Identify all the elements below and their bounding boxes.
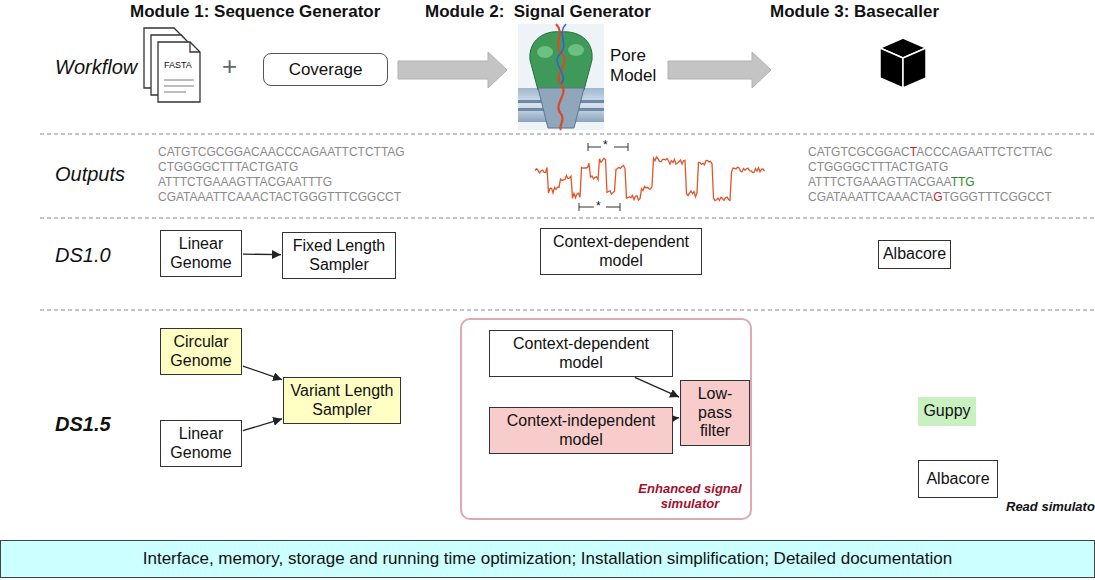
group-title: Enhanced signal simulator xyxy=(638,482,742,512)
flow-connector xyxy=(243,419,282,431)
column-header: Module 1: Sequence Generator xyxy=(130,2,380,22)
file-format-label: FASTA xyxy=(164,60,192,70)
illustration-label: Pore Model xyxy=(610,46,666,85)
changed-base: T xyxy=(910,145,916,159)
dwell-brackets xyxy=(579,143,628,211)
row-label: DS1.0 xyxy=(55,244,111,267)
cube-face xyxy=(903,48,926,88)
sequence-line: CGATAAATTCAAACTACTGGGTTTCGGCCT xyxy=(158,191,401,205)
file-page xyxy=(158,42,200,102)
column-header: Module 2: Signal Generator xyxy=(425,2,651,22)
squiggle-signal xyxy=(535,157,765,201)
sequence-line: ATTTCTGAAAGTTACGAATTTG xyxy=(158,176,332,190)
read-line: ATTTCTGAAAGTTACGAATTG xyxy=(808,176,975,190)
file-text-line xyxy=(164,91,186,92)
flow-connector xyxy=(635,377,679,397)
tool-box: Albacore xyxy=(878,240,951,269)
row-label: Outputs xyxy=(55,163,125,186)
improvements-bar: Interface, memory, storage and running t… xyxy=(0,540,1095,578)
signal-trace xyxy=(535,157,765,201)
box-label: Linear Genome xyxy=(164,235,238,272)
nanopore-illustration xyxy=(518,24,604,130)
dwell-marker: * xyxy=(603,139,608,153)
process-box: Context-dependent model xyxy=(540,228,702,275)
box-label: Variant Length Sampler xyxy=(287,382,397,419)
process-box: Linear Genome xyxy=(160,420,242,467)
tool-box: Albacore xyxy=(918,460,998,498)
changed-base: TTG xyxy=(951,175,975,189)
dwell-bracket xyxy=(588,143,628,151)
module-caption: Read simulato xyxy=(1006,500,1095,515)
box-label: Circular Genome xyxy=(164,333,238,370)
box-label: Guppy xyxy=(923,402,970,420)
row-label: Workflow xyxy=(55,56,137,79)
box-label: Linear Genome xyxy=(164,425,238,462)
workflow-arrow xyxy=(398,52,507,88)
column-header: Module 3: Basecaller xyxy=(770,2,939,22)
dashed-separator xyxy=(40,134,1095,135)
file-text-line xyxy=(164,85,194,86)
input-box: Coverage xyxy=(263,53,388,86)
row-label: DS1.5 xyxy=(55,413,111,436)
dashed-separator xyxy=(40,218,1095,219)
file-corner xyxy=(190,42,200,52)
box-label: Low-pass filter xyxy=(684,385,746,440)
process-box: Context-dependent model xyxy=(489,330,673,377)
new-feature-box: Circular Genome xyxy=(160,328,242,375)
base-run: TGGGTTTCGGCCT xyxy=(942,190,1051,204)
read-line: CATGTCGCGGACTACCCAGAATTCTCTTAC xyxy=(808,146,1052,160)
dna-strand xyxy=(557,24,566,84)
dwell-marker: * xyxy=(596,200,601,214)
flow-connector xyxy=(243,366,282,380)
new-feature-box: Variant Length Sampler xyxy=(283,377,401,424)
process-box: Fixed Length Sampler xyxy=(282,232,396,279)
cube-face xyxy=(880,48,903,88)
box-label: Context-dependent model xyxy=(544,233,698,270)
group-panel: Enhanced signal simulator Context-depende… xyxy=(460,318,752,520)
motor-protein xyxy=(530,32,592,90)
changed-base: G xyxy=(933,190,942,204)
flow-connector xyxy=(243,253,281,255)
process-box: Linear Genome xyxy=(160,230,242,277)
base-run: CGATAAATTCAAACTA xyxy=(808,190,933,204)
row-separators xyxy=(40,134,1095,310)
plus-sign: + xyxy=(222,52,237,82)
box-label: Interface, memory, storage and running t… xyxy=(143,549,952,569)
sequence-line: CATGTCGCGGACAACCCAGAATTCTCTTAG xyxy=(158,146,405,160)
protein-subunit xyxy=(568,44,584,56)
fasta-file-icon xyxy=(144,28,200,102)
read-line: CTGGGGCTTTACTGATG xyxy=(808,161,948,175)
sequence-line: CTGGGGCTTTACTGATG xyxy=(158,161,298,175)
flow-connector xyxy=(674,417,679,419)
protein-subunit xyxy=(537,46,553,58)
base-run: ACCCAGAATTCTCTTAC xyxy=(916,145,1052,159)
file-text-line xyxy=(164,79,194,80)
base-run: ATTTCTGAAAGTTACGAA xyxy=(808,175,951,189)
new-feature-box: Low-pass filter xyxy=(680,380,750,446)
new-feature-box: Context-independent model xyxy=(489,407,673,454)
box-label: Albacore xyxy=(926,470,989,488)
box-label: Albacore xyxy=(883,245,946,263)
box-label: Context-dependent model xyxy=(493,335,669,372)
new-feature-box: Guppy xyxy=(918,397,976,426)
pore-background xyxy=(518,24,604,130)
basecaller-cube xyxy=(880,38,926,88)
base-run: CATGTCGCGGAC xyxy=(808,145,910,159)
workflow-arrow xyxy=(668,52,771,88)
read-line: CGATAAATTCAAACTAGTGGGTTTCGGCCT xyxy=(808,191,1052,205)
box-label: Context-independent model xyxy=(493,412,669,449)
box-label: Fixed Length Sampler xyxy=(286,237,392,274)
box-label: Coverage xyxy=(289,60,363,80)
dashed-separator xyxy=(40,310,1095,311)
